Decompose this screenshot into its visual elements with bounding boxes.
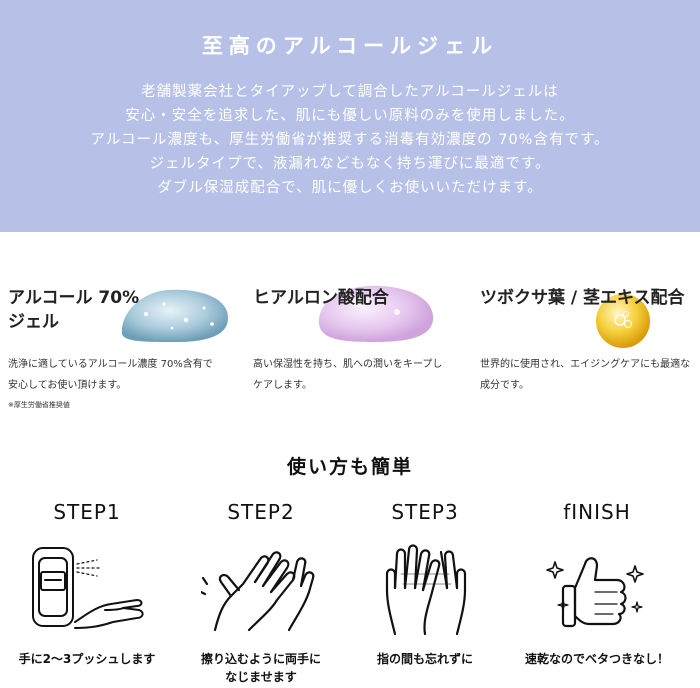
- step-2: STEP2 擦り込むように両手に なじませます: [176, 500, 346, 684]
- feature-hyaluronic: ヒアルロン酸配合 高い保湿性を持ち、肌への潤いをキープし ケアします。: [253, 285, 463, 396]
- hero-description: 老舗製薬会社とタイアップして調合したアルコールジェルは 安心・安全を追求した、肌…: [0, 80, 700, 200]
- hero-line: アルコール濃度も、厚生労働省が推奨する消毒有効濃度の 70%含有です。: [90, 132, 610, 148]
- feature-description: 高い保湿性を持ち、肌への潤いをキープし ケアします。: [253, 359, 443, 391]
- feature-description: 世界的に使用され、エイジングケアにも最適な 成分です。: [480, 359, 691, 391]
- step-1: STEP1 手に2～3プッシュします: [2, 500, 172, 666]
- pink-gel-drop-icon: [319, 285, 434, 342]
- step-caption: 指の間も忘れずに: [376, 652, 473, 666]
- hero-title: 至高のアルコールジェル: [201, 34, 499, 58]
- step-finish: fINISH 速乾なのでベタつきなし！: [512, 500, 682, 666]
- feature-description: 洗浄に適しているアルコール濃度 70%含有で 安心してお使い頂けます。: [8, 359, 213, 391]
- feature-alcohol: アルコール 70% ジェル 洗浄に適しているアルコール濃度 70%含有で 安心し…: [8, 286, 233, 416]
- thumbs-up-sparkle-icon: [546, 557, 644, 628]
- step-label: STEP3: [391, 500, 459, 524]
- hero-line: 安心・安全を追求した、肌にも優しい原料のみを使用しました。: [125, 108, 575, 124]
- hero-line: ジェルタイプで、液漏れなどもなく持ち運びに最適です。: [149, 156, 551, 172]
- usage-section-title: 使い方も簡単: [286, 456, 413, 478]
- hero-line: 老舗製薬会社とタイアップして調合したアルコールジェルは: [141, 84, 559, 100]
- rubbing-hands-icon: [201, 551, 315, 632]
- hero-line: ダブル保湿成配合で、肌に優しくお使いいただけます。: [157, 180, 543, 196]
- feature-title: ヒアルロン酸配合: [253, 288, 389, 308]
- spray-hand-icon: [32, 547, 144, 629]
- step-3: STEP3 指の間も忘れずに: [340, 500, 510, 666]
- step-label: fINISH: [563, 500, 631, 524]
- step-caption: 擦り込むように両手に なじませます: [200, 652, 321, 684]
- blue-gel-drop-icon: [121, 289, 228, 342]
- gold-serum-drop-icon: [596, 294, 650, 348]
- feature-footnote: ※厚生労働省推奨値: [8, 401, 70, 409]
- step-label: STEP1: [53, 500, 121, 524]
- step-label: STEP2: [227, 500, 295, 524]
- interlaced-fingers-icon: [385, 544, 467, 636]
- feature-centella: ツボクサ葉 / 茎エキス配合 世界的に使用され、エイジングケアにも最適な 成分で…: [480, 286, 695, 396]
- feature-title: アルコール 70% ジェル: [8, 288, 140, 332]
- step-caption: 速乾なのでベタつきなし！: [524, 652, 669, 666]
- feature-title: ツボクサ葉 / 茎エキス配合: [480, 288, 685, 308]
- hero-banner: 至高のアルコールジェル 老舗製薬会社とタイアップして調合したアルコールジェルは …: [0, 0, 700, 232]
- step-caption: 手に2～3プッシュします: [18, 652, 156, 666]
